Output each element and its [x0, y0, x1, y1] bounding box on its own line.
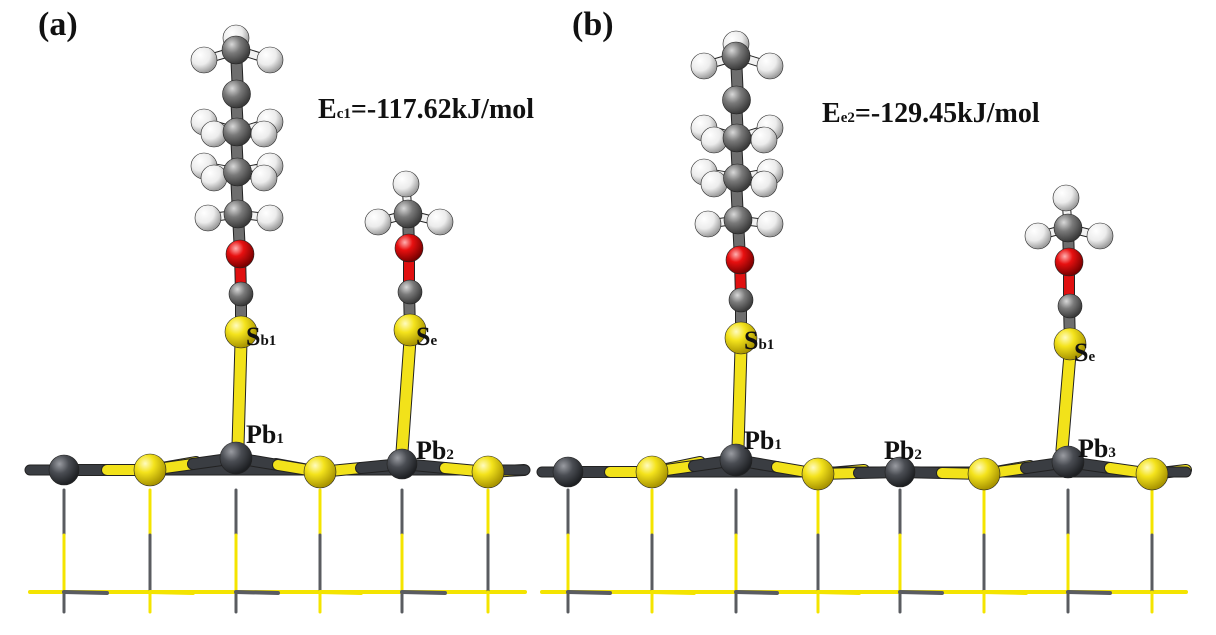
panel-b-methoxy-carbon-atom — [1057, 293, 1083, 319]
lead-atom — [48, 454, 80, 486]
bulk-bond — [734, 590, 779, 595]
panel-a-butoxy-carbon-atom — [221, 35, 251, 65]
sulfur-atom — [471, 455, 505, 489]
sulfur-atom — [133, 453, 167, 487]
panel-b-butoxy-carbon-atom — [728, 287, 754, 313]
panel-a-pb2-label: Pb2 — [416, 436, 454, 465]
panel-b-methoxy-hydrogen-atom — [1086, 222, 1114, 250]
panel-a-butoxy-hydrogen-atom — [256, 46, 284, 74]
panel-a-methoxy-oxygen-atom — [394, 233, 424, 263]
bulk-bond — [566, 590, 612, 595]
lead-atom — [884, 456, 916, 488]
bulk-lattice — [28, 488, 1188, 614]
panel-b-butoxy-sulfur-atom — [724, 321, 758, 355]
panel-a-butoxy-hydrogen-atom — [190, 46, 218, 74]
panel-b-pb2-label: Pb2 — [884, 436, 922, 465]
bulk-bond — [234, 590, 280, 595]
sulfur-atom — [1135, 457, 1169, 491]
panel-a-butoxy-carbon-atom — [228, 281, 254, 307]
atom-spheres — [48, 24, 1169, 491]
panel-a-methoxy-hydrogen-atom — [426, 208, 454, 236]
lead-atom — [719, 443, 753, 477]
lead-atom — [219, 441, 253, 475]
sulfur-atom — [303, 455, 337, 489]
panel-a-butoxy-hydrogen-atom — [200, 164, 228, 192]
panel-b-butoxy-hydrogen-atom — [690, 52, 718, 80]
panel-b-butoxy-hydrogen-atom — [694, 210, 722, 238]
panel-a-methoxy-hydrogen-atom — [392, 170, 420, 198]
panel-a-label: (a) — [38, 6, 78, 43]
panel-b-butoxy-hydrogen-atom — [750, 126, 778, 154]
panel-a-butoxy-oxygen-atom — [225, 239, 255, 269]
panel-a-butoxy-hydrogen-atom — [250, 120, 278, 148]
panel-a-butoxy-hydrogen-atom — [194, 204, 222, 232]
panel-b-pb1-label: Pb1 — [744, 426, 782, 455]
panel-a-methoxy-hydrogen-atom — [364, 208, 392, 236]
sulfur-atom — [635, 455, 669, 489]
panel-a-methoxy-carbon-atom — [397, 279, 423, 305]
panel-b-butoxy-carbon-atom — [723, 205, 753, 235]
panel-b-methoxy-sulfur-atom — [1053, 327, 1087, 361]
panel-a-butoxy-carbon-atom — [223, 199, 253, 229]
panel-b-butoxy-pb-s-bond — [732, 342, 747, 454]
panel-b-sulfur-end-label: Se — [1074, 338, 1096, 367]
panel-b-butoxy-hydrogen-atom — [756, 52, 784, 80]
panel-a-energy: Ec1=-117.62kJ/mol — [318, 94, 535, 125]
bulk-bond — [148, 590, 195, 595]
panel-b-butoxy-carbon-atom — [722, 85, 751, 115]
sulfur-atom — [801, 457, 835, 491]
panel-b-methoxy-pb-s-bond — [1056, 348, 1076, 456]
lead-atom — [386, 448, 418, 480]
bulk-bond — [400, 590, 447, 595]
panel-a-pb1-label: Pb1 — [246, 420, 284, 449]
bulk-bond — [62, 590, 109, 595]
lead-atom — [552, 456, 584, 488]
panel-b-methoxy-oxygen-atom — [1054, 247, 1084, 277]
bulk-bond — [898, 590, 944, 595]
panel-a-butoxy-carbon-atom — [222, 79, 251, 109]
panel-a-methoxy-carbon-atom — [393, 199, 423, 229]
panel-a-butoxy-sulfur-atom — [224, 315, 258, 349]
panel-b-pb3-label: Pb3 — [1078, 434, 1116, 463]
lead-atom — [1051, 445, 1085, 479]
panel-b-energy: Ee2=-129.45kJ/mol — [822, 98, 1040, 129]
panel-b-methoxy-hydrogen-atom — [1052, 184, 1080, 212]
panel-b-butoxy-hydrogen-atom — [700, 170, 728, 198]
bulk-bond — [650, 590, 696, 595]
panel-b-methoxy-hydrogen-atom — [1024, 222, 1052, 250]
bulk-bond — [816, 590, 861, 595]
panel-a-sulfur-bridge-label: Sb1 — [246, 322, 277, 351]
bulk-bond — [982, 590, 1028, 595]
panel-a-methoxy-sulfur-atom — [393, 313, 427, 347]
panel-b-butoxy-hydrogen-atom — [756, 210, 784, 238]
panel-b-methoxy-carbon-atom — [1053, 213, 1083, 243]
panel-b-label: (b) — [572, 6, 614, 43]
panel-b-butoxy-carbon-atom — [721, 41, 751, 71]
bulk-bond — [1066, 590, 1112, 595]
panel-a-methoxy-pb-s-bond — [396, 334, 416, 458]
panel-b-butoxy-carbon-atom — [722, 123, 752, 153]
panel-a-butoxy-hydrogen-atom — [250, 164, 278, 192]
sulfur-atom — [967, 457, 1001, 491]
panel-a-butoxy-carbon-atom — [223, 157, 252, 187]
panel-a-butoxy-hydrogen-atom — [256, 204, 284, 232]
panel-b-butoxy-oxygen-atom — [725, 245, 755, 275]
panel-a-butoxy-carbon-atom — [222, 117, 252, 147]
panel-b-butoxy-hydrogen-atom — [750, 170, 778, 198]
panel-b-butoxy-carbon-atom — [723, 163, 752, 193]
bulk-bond — [318, 590, 363, 595]
panel-b-sulfur-bridge-label: Sb1 — [744, 326, 775, 355]
panel-a-butoxy-pb-s-bond — [232, 336, 247, 452]
panel-a-sulfur-end-label: Se — [416, 322, 438, 351]
